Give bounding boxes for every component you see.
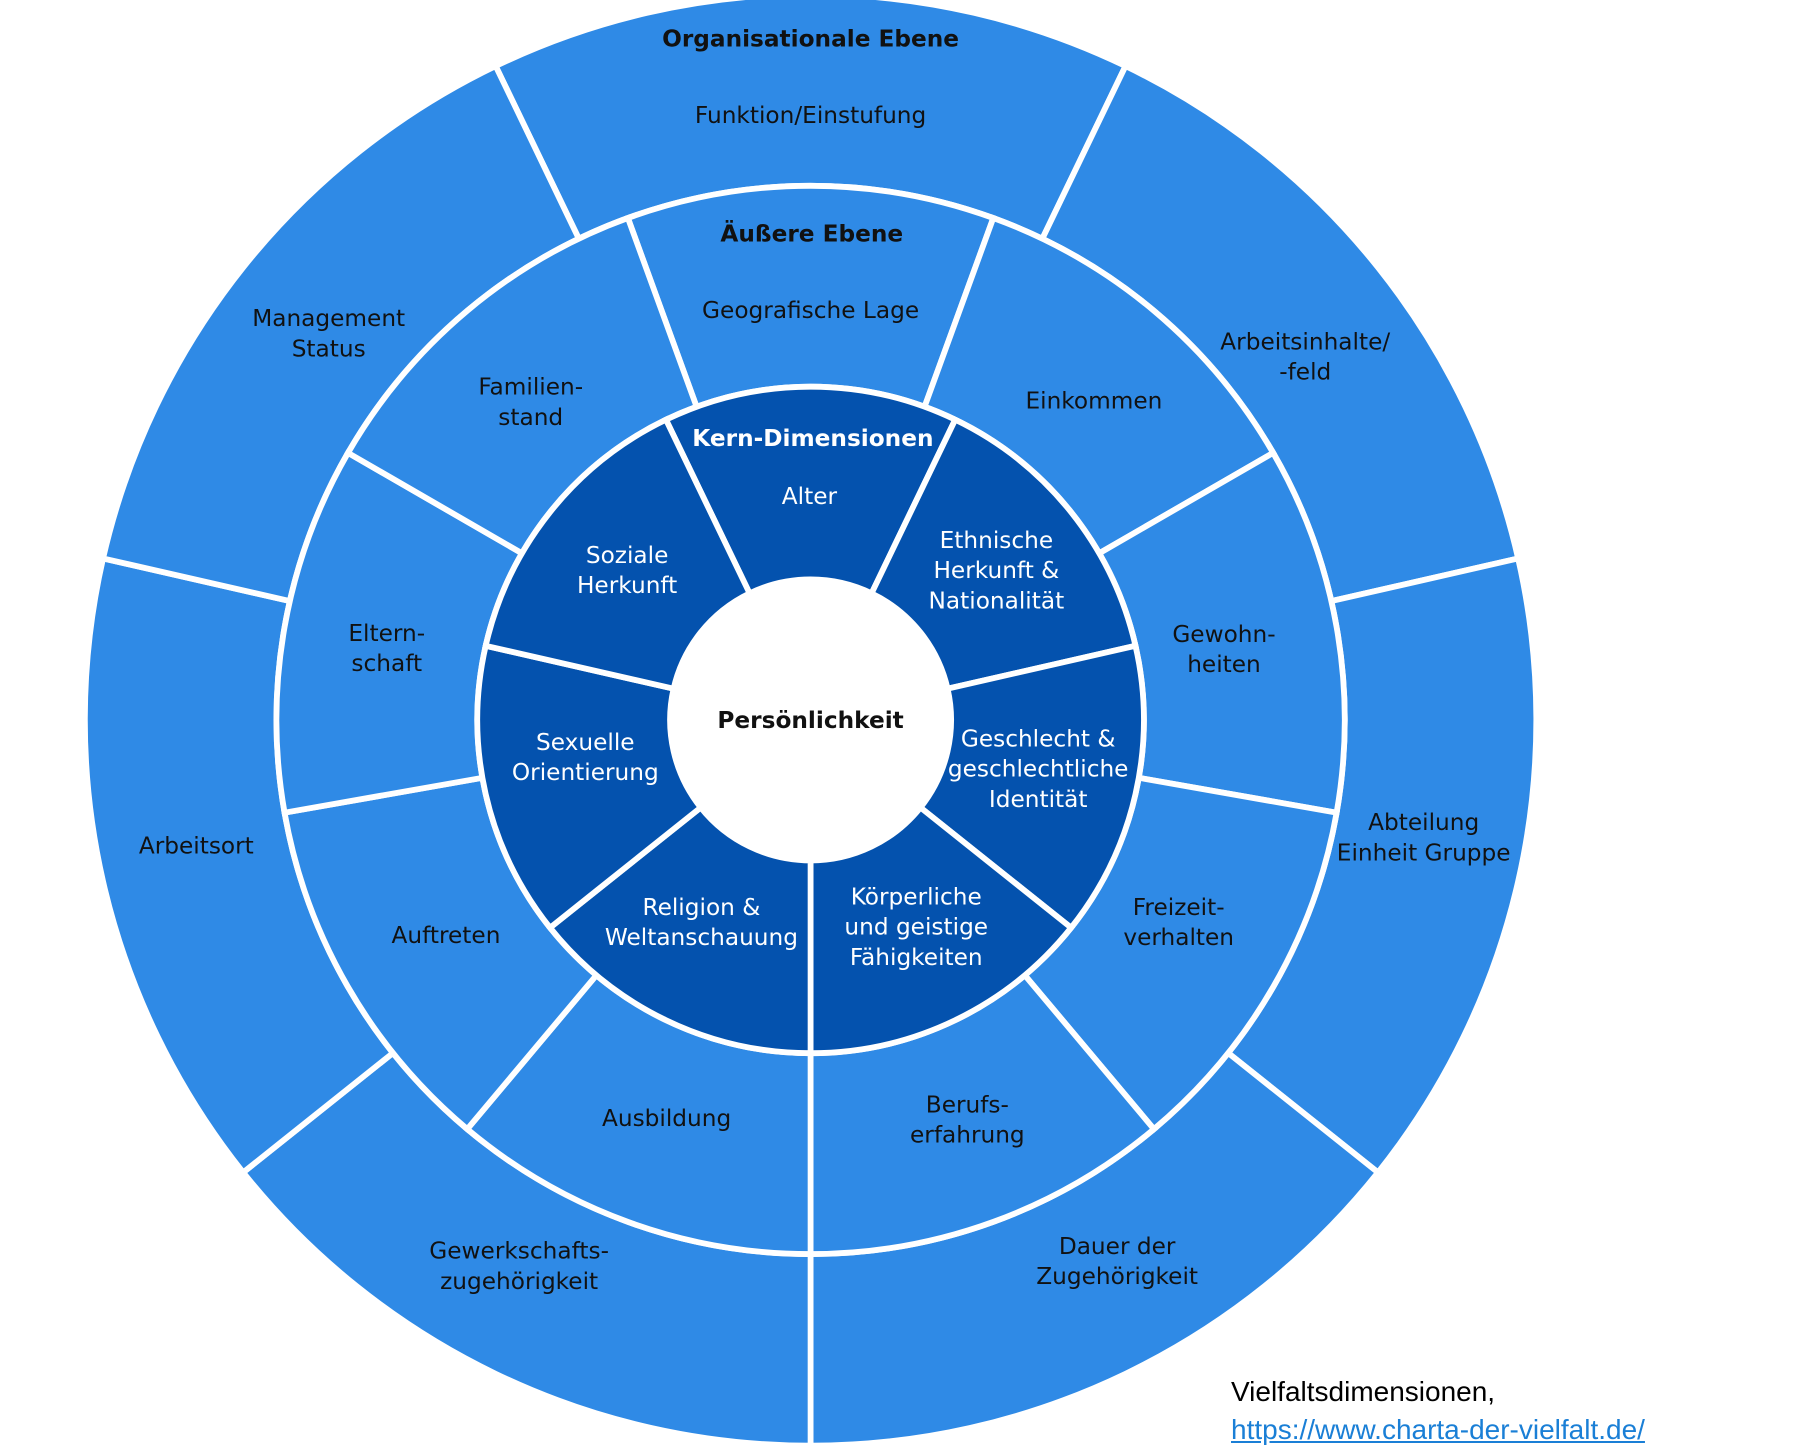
label-line: Zugehörigkeit [1036, 1263, 1198, 1290]
label-line: Herkunft [577, 572, 677, 599]
label-line: Sexuelle [536, 728, 635, 755]
label-line: Dauer der [1059, 1232, 1176, 1259]
label-line: Eltern- [348, 619, 425, 646]
label-line: Management [252, 305, 405, 332]
label-line: Status [292, 335, 366, 362]
external-segment-label: Berufs-erfahrung [910, 1091, 1025, 1148]
caption-text: Vielfaltsdimensionen, [1231, 1376, 1496, 1407]
label-line: erfahrung [910, 1121, 1025, 1148]
label-line: Abteilung [1368, 809, 1479, 836]
label-line: schaft [351, 650, 422, 677]
wheel-segments [82, 0, 1540, 1448]
label-line: Kern-Dimensionen [692, 424, 933, 451]
external-segment-label: Eltern-schaft [348, 619, 425, 676]
label-line: stand [498, 403, 563, 430]
label-line: Gewohn- [1172, 621, 1275, 648]
source-link[interactable]: https://www.charta-der-vielfalt.de/ [1231, 1414, 1645, 1445]
label-line: Organisationale Ebene [662, 25, 959, 52]
external-ring-title: Äußere Ebene [720, 219, 903, 247]
external-segment-label: Ausbildung [602, 1105, 731, 1132]
label-line: verhalten [1123, 924, 1234, 951]
label-line: Einkommen [1025, 387, 1162, 414]
label-line: Funktion/Einstufung [695, 101, 926, 128]
label-line: -feld [1279, 358, 1331, 385]
label-line: Familien- [478, 373, 583, 400]
center-label: Persönlichkeit [717, 706, 903, 733]
label-line: Einheit Gruppe [1337, 839, 1511, 866]
external-segment-label: Freizeit-verhalten [1123, 893, 1234, 950]
external-segment-label: Gewohn-heiten [1172, 621, 1275, 678]
core-ring-title: Kern-Dimensionen [692, 424, 933, 451]
label-line: geschlechtliche [948, 755, 1129, 782]
label-line: Identität [989, 785, 1088, 812]
label-line: Alter [782, 482, 838, 509]
label-line: Religion & [642, 893, 760, 920]
core-segment-label: Alter [782, 482, 838, 509]
organisational-segment-label: Arbeitsinhalte/ -feld [1220, 328, 1390, 385]
label-line: Orientierung [512, 759, 659, 786]
wheel-labels: Organisationale EbeneFunktion/Einstufung… [139, 25, 1511, 1294]
label-line: Geografische Lage [702, 297, 919, 324]
label-line: heiten [1187, 651, 1261, 678]
label-line: Herkunft & [933, 557, 1059, 584]
label-line: Auftreten [392, 921, 501, 948]
label-line: und geistige [844, 913, 988, 940]
label-line: Berufs- [926, 1091, 1009, 1118]
label-line: Arbeitsort [139, 832, 254, 859]
external-segment-label: Geografische Lage [702, 297, 919, 324]
caption: Vielfaltsdimensionen, https://www.charta… [1231, 1373, 1645, 1449]
external-segment-label: Einkommen [1025, 387, 1162, 414]
organisational-ring-title: Organisationale Ebene [662, 25, 959, 52]
label-line: Nationalität [929, 587, 1065, 614]
label-line: Geschlecht & [961, 725, 1116, 752]
label-line: Soziale [586, 542, 669, 569]
label-line: Ausbildung [602, 1105, 731, 1132]
label-line: Weltanschauung [605, 924, 798, 951]
label-line: Persönlichkeit [717, 706, 903, 733]
center-circle [670, 579, 952, 861]
label-line: Äußere Ebene [720, 219, 903, 247]
label-line: Ethnische [940, 526, 1054, 553]
label-line: Freizeit- [1133, 893, 1225, 920]
organisational-segment-label: Funktion/Einstufung [695, 101, 926, 128]
external-segment-label: Familien-stand [478, 373, 583, 430]
label-line: zugehörigkeit [440, 1267, 598, 1294]
label-line: Körperliche [851, 883, 982, 910]
organisational-segment-label: Gewerkschafts-zugehörigkeit [429, 1237, 609, 1294]
label-line: Arbeitsinhalte/ [1220, 328, 1390, 355]
label-line: Gewerkschafts- [429, 1237, 609, 1264]
core-segment-label: Religion & Weltanschauung [605, 893, 798, 950]
organisational-segment-label: Arbeitsort [139, 832, 254, 859]
external-segment-label: Auftreten [392, 921, 501, 948]
label-line: Fähigkeiten [850, 943, 983, 970]
